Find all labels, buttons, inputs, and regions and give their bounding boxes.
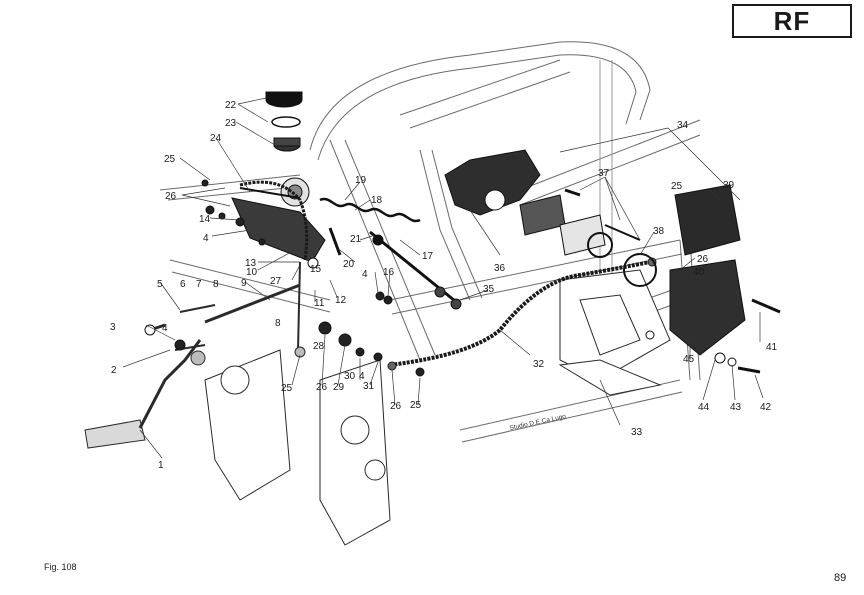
callout-18: 18 (371, 195, 383, 206)
callout-17: 17 (422, 251, 434, 262)
callout-45: 45 (683, 354, 695, 365)
callout-28: 28 (313, 341, 325, 352)
callout-6: 6 (180, 279, 186, 290)
callout-11: 11 (314, 298, 325, 309)
brake-pedal (84, 339, 206, 449)
callout-26c: 26 (390, 401, 402, 412)
callout-35: 35 (483, 284, 495, 295)
callout-25d: 25 (671, 181, 683, 192)
linkage-rods (149, 261, 306, 358)
callout-39: 39 (723, 180, 735, 191)
page-number: 89 (834, 572, 847, 584)
callout-16: 16 (383, 267, 395, 278)
callout-38: 38 (653, 226, 665, 237)
callout-31: 31 (363, 381, 375, 392)
leader-lines (122, 97, 764, 459)
callout-4a: 4 (162, 323, 168, 334)
frame-plates (204, 269, 671, 546)
caliper-bracket (444, 149, 541, 216)
callout-4d: 4 (359, 371, 365, 382)
callout-26b: 26 (316, 382, 328, 393)
callout-1: 1 (158, 460, 164, 471)
callout-43: 43 (730, 402, 742, 413)
bolts-right (714, 298, 781, 374)
callout-26a: 26 (165, 191, 177, 202)
callout-9: 9 (241, 278, 247, 289)
callout-37: 37 (598, 168, 610, 179)
callout-7: 7 (196, 279, 202, 290)
callout-36: 36 (494, 263, 506, 274)
callout-15: 15 (310, 264, 322, 275)
callout-2: 2 (111, 365, 117, 376)
callout-23: 23 (225, 118, 237, 129)
callout-12: 12 (335, 295, 347, 306)
callout-40: 40 (693, 267, 705, 278)
callout-22: 22 (225, 100, 237, 111)
callout-20: 20 (343, 259, 355, 270)
section-code-box: RF (732, 4, 852, 38)
upper-hose (239, 180, 309, 261)
callout-14: 14 (199, 214, 211, 225)
callout-21: 21 (350, 234, 362, 245)
figure-label: Fig. 108 (44, 562, 77, 572)
callout-42: 42 (760, 402, 772, 413)
callout-44: 44 (698, 402, 710, 413)
callout-13: 13 (245, 258, 257, 269)
callout-3: 3 (110, 322, 116, 333)
callout-26d: 26 (697, 254, 709, 265)
callout-32: 32 (533, 359, 545, 370)
callout-5: 5 (157, 279, 163, 290)
callout-10: 10 (246, 267, 258, 278)
callout-24: 24 (210, 133, 222, 144)
brake-pads (519, 194, 613, 258)
callout-8a: 8 (213, 279, 219, 290)
reservoir-parts (265, 91, 303, 152)
callout-19: 19 (355, 175, 367, 186)
callout-25c: 25 (410, 400, 422, 411)
callout-30: 30 (344, 371, 356, 382)
callout-25a: 25 (164, 154, 176, 165)
section-code: RF (773, 5, 811, 36)
callout-29: 29 (333, 382, 345, 393)
master-cylinder (231, 177, 342, 263)
callout-4c: 4 (362, 269, 368, 280)
callout-33: 33 (631, 427, 643, 438)
callout-25b: 25 (281, 383, 293, 394)
callout-4b: 4 (203, 233, 209, 244)
callout-27: 27 (270, 276, 282, 287)
callout-8b: 8 (275, 318, 281, 329)
small-hardware (144, 179, 655, 377)
callout-labels: 1 2 3 4 4 4 4 5 6 7 8 8 9 10 11 12 13 14… (110, 100, 778, 471)
caliper (623, 184, 746, 356)
studio-credit: Studio D.E.Ca Lugo (509, 413, 567, 432)
spring-rod (319, 197, 462, 310)
callout-41: 41 (766, 342, 778, 353)
callout-34: 34 (677, 120, 689, 131)
